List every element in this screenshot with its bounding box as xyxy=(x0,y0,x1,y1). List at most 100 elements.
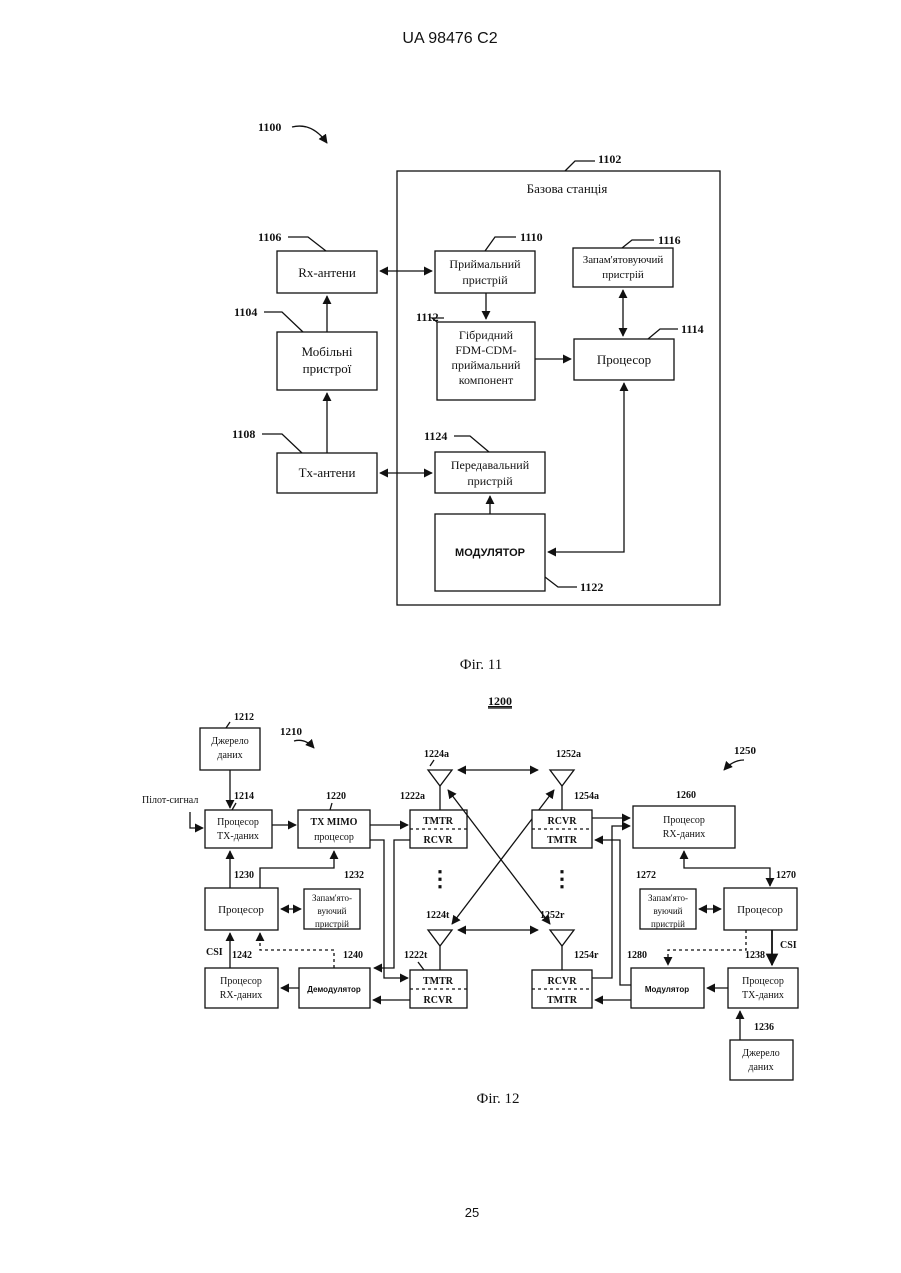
tx-proc-left-line2: TX-даних xyxy=(217,831,259,842)
figure-12: 1200 1210 1250 Джерело даних 1212 Процес… xyxy=(142,694,798,1107)
rx-proc-left-line2: RX-даних xyxy=(220,990,262,1001)
modulator-right-label: Модулятор xyxy=(645,985,689,994)
processor-label: Процесор xyxy=(597,352,651,367)
rx-antennas-label: Rx-антени xyxy=(298,265,356,280)
fig12-caption: Фіг. 12 xyxy=(477,1091,520,1107)
rx-proc-right-line1: Процесор xyxy=(663,815,705,826)
data-source-right-line1: Джерело xyxy=(742,1048,779,1059)
tmtr-a-bottom: RCVR xyxy=(424,835,454,846)
dots-left: ⋮ xyxy=(429,866,451,891)
ref-1236: 1236 xyxy=(754,1022,774,1033)
mobile-line1: Мобільні xyxy=(302,344,353,359)
ref-1242: 1242 xyxy=(232,950,252,961)
page-number: 25 xyxy=(465,1205,479,1220)
antenna-1224t-icon xyxy=(428,930,452,946)
tx-data-processor-right-box xyxy=(728,968,798,1008)
ref-1252r: 1252r xyxy=(540,910,565,921)
tx-data-processor-left-box xyxy=(205,810,272,848)
tmtr-a-top: TMTR xyxy=(423,816,454,827)
ref-1230: 1230 xyxy=(234,870,254,881)
ref-1232: 1232 xyxy=(344,870,364,881)
transmitter-line2: пристрій xyxy=(467,474,513,488)
ref-1100: 1100 xyxy=(258,120,281,134)
ref-1106: 1106 xyxy=(258,230,281,244)
hybrid-line1: Гібридний xyxy=(459,328,514,342)
ref-1250: 1250 xyxy=(734,745,757,757)
memory-right-line2: вуючий xyxy=(654,906,683,916)
data-source-right-box xyxy=(730,1040,793,1080)
data-source-left-line2: даних xyxy=(217,750,242,761)
ref-1210: 1210 xyxy=(280,726,303,738)
memory-left-line1: Запам'ято- xyxy=(312,893,352,903)
modulator-label: МОДУЛЯТОР xyxy=(455,547,525,559)
ref-1116: 1116 xyxy=(658,233,681,247)
ref-1214: 1214 xyxy=(234,791,254,802)
ref-1114: 1114 xyxy=(681,322,704,336)
rx-proc-right-line2: RX-даних xyxy=(663,829,705,840)
ref-1280: 1280 xyxy=(627,950,647,961)
processor-left-label: Процесор xyxy=(218,904,264,916)
antenna-1252r-icon xyxy=(550,930,574,946)
tmtr-t-top: TMTR xyxy=(423,976,454,987)
ref-1212: 1212 xyxy=(234,712,254,723)
ref-1224t: 1224t xyxy=(426,910,450,921)
demodulator-label: Демодулятор xyxy=(307,985,361,994)
antenna-1252a-icon xyxy=(550,770,574,786)
tmtr-t-bottom: RCVR xyxy=(424,995,454,1006)
ref-1104: 1104 xyxy=(234,305,257,319)
hybrid-line3: приймальний xyxy=(452,358,522,372)
rcvr-a-top: RCVR xyxy=(548,816,578,827)
data-source-left-box xyxy=(200,728,260,770)
tx-mimo-line2: процесор xyxy=(314,832,354,843)
rcvr-r-top: RCVR xyxy=(548,976,578,987)
tx-mimo-line1: TX MIMO xyxy=(311,817,358,828)
memory-left-line3: пристрій xyxy=(315,919,349,929)
mobile-line2: пристрої xyxy=(303,361,352,376)
data-source-left-line1: Джерело xyxy=(211,736,248,747)
memory-right-line3: пристрій xyxy=(651,919,685,929)
ref-1110: 1110 xyxy=(520,230,543,244)
ref-1260: 1260 xyxy=(676,790,696,801)
receiver-line1: Приймальний xyxy=(449,257,521,271)
fig11-caption: Фіг. 11 xyxy=(460,657,502,673)
ref-1270: 1270 xyxy=(776,870,796,881)
memory-left-line2: вуючий xyxy=(318,906,347,916)
antenna-1224a-icon xyxy=(428,770,452,786)
tx-proc-left-line1: Процесор xyxy=(217,817,259,828)
tx-antennas-label: Tx-антени xyxy=(299,465,356,480)
ref-1272: 1272 xyxy=(636,870,656,881)
ref-1222t: 1222t xyxy=(404,950,428,961)
tx-proc-right-line1: Процесор xyxy=(742,976,784,987)
ref-1122: 1122 xyxy=(580,580,603,594)
ref-1102: 1102 xyxy=(598,152,621,166)
memory-right-line1: Запам'ято- xyxy=(648,893,688,903)
pilot-signal-label: Пілот-сигнал xyxy=(142,795,198,806)
dots-right: ⋮ xyxy=(551,866,573,891)
data-source-right-line2: даних xyxy=(748,1062,773,1073)
rx-data-processor-left-box xyxy=(205,968,278,1008)
ref-1222a: 1222a xyxy=(400,791,425,802)
figure-11: 1100 Базова станція 1102 Rx-антени 1106 … xyxy=(232,120,720,673)
ref-1252a: 1252a xyxy=(556,749,581,760)
hybrid-line4: компонент xyxy=(459,373,514,387)
ref-1220: 1220 xyxy=(326,791,346,802)
rx-proc-left-line1: Процесор xyxy=(220,976,262,987)
ref-1254a: 1254a xyxy=(574,791,599,802)
csi-right: CSI xyxy=(780,940,797,951)
transmitter-line1: Передавальний xyxy=(451,458,530,472)
ref-1238: 1238 xyxy=(745,950,765,961)
ref-1240: 1240 xyxy=(343,950,363,961)
rcvr-r-bottom: TMTR xyxy=(547,995,578,1006)
ref-1112: 1112 xyxy=(416,310,439,324)
patent-number: UA 98476 C2 xyxy=(402,30,497,47)
processor-right-label: Процесор xyxy=(737,904,783,916)
ref-1108: 1108 xyxy=(232,427,255,441)
ref-1224a: 1224a xyxy=(424,749,449,760)
hybrid-line2: FDM-CDM- xyxy=(455,343,516,357)
rcvr-a-bottom: TMTR xyxy=(547,835,578,846)
ref-1124: 1124 xyxy=(424,429,447,443)
rx-data-processor-right-box xyxy=(633,806,735,848)
ref-1200: 1200 xyxy=(488,694,512,708)
receiver-line2: пристрій xyxy=(462,273,508,287)
ref-1254r: 1254r xyxy=(574,950,599,961)
